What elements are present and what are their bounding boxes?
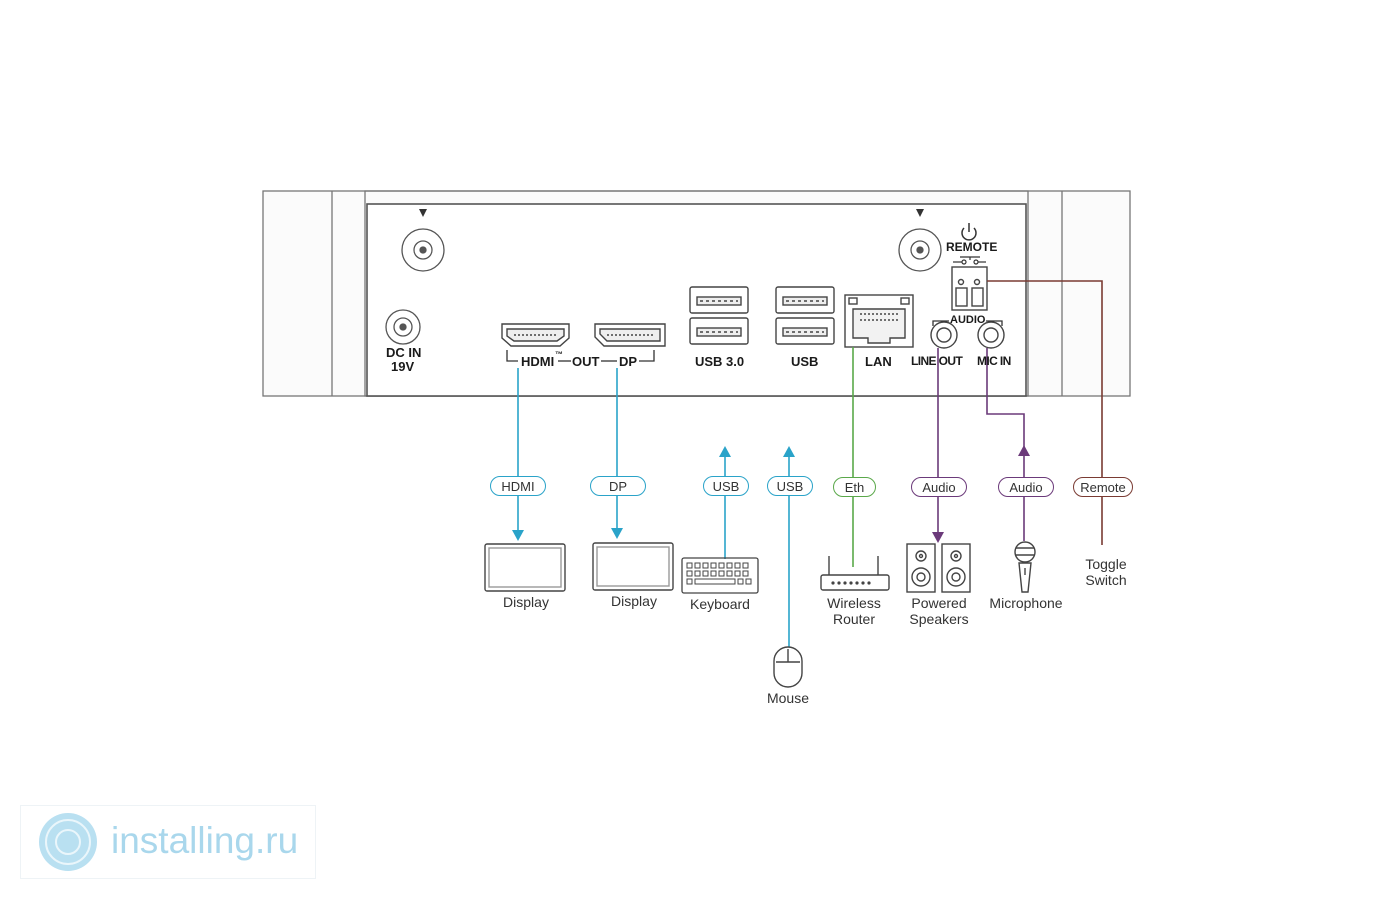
- microphone-icon: [1014, 541, 1036, 593]
- mic-in-jack-icon: [977, 321, 1005, 349]
- router-icon: [820, 556, 890, 591]
- speakers-icon: [906, 543, 971, 593]
- mic-in-label: MIC IN: [977, 354, 1011, 368]
- antenna-left-icon: [401, 209, 445, 272]
- remote-cable: [987, 280, 1103, 545]
- lan-port-icon: [844, 294, 914, 348]
- dc-in-label: DC IN: [386, 345, 422, 360]
- usb-ports-icon: [775, 286, 835, 345]
- display-icon: [592, 542, 674, 591]
- line-out-cable-tag: Audio: [911, 477, 967, 497]
- mouse-label: Mouse: [766, 690, 810, 706]
- keyboard-label: Keyboard: [690, 596, 750, 612]
- dp-cable-tag: DP: [590, 476, 646, 496]
- audio-bracket: [932, 320, 1003, 326]
- line-out-label: LINE OUT: [911, 354, 963, 368]
- dp-label: DP: [619, 354, 638, 369]
- audio-label: AUDIO: [950, 314, 986, 326]
- router-label-line2: Router: [832, 611, 876, 627]
- hdmi-label: HDMI: [521, 354, 555, 369]
- power-icon: [961, 223, 977, 241]
- hdmi-port-icon: [501, 323, 570, 347]
- dc-in-jack-icon: [385, 309, 421, 345]
- usb-mouse-cable-tag: USB: [767, 476, 813, 496]
- hdmi-cable: [512, 368, 524, 541]
- router-label-line1: Wireless: [827, 595, 881, 611]
- watermark-logo: installing.ru: [20, 805, 316, 879]
- remote-label: REMOTE: [946, 240, 998, 254]
- trademark-label: ™: [555, 350, 563, 359]
- usb-label: USB: [791, 354, 819, 369]
- lan-label: LAN: [865, 354, 892, 369]
- hdmi-cable-tag: HDMI: [490, 476, 546, 496]
- out-label: OUT: [572, 354, 600, 369]
- display-hdmi-label: Display: [503, 594, 549, 610]
- dp-port-icon: [594, 323, 666, 347]
- eth-cable-tag: Eth: [833, 477, 876, 497]
- line-out-jack-icon: [930, 321, 958, 349]
- keyboard-icon: [681, 557, 759, 594]
- microphone-label: Microphone: [989, 595, 1063, 611]
- usb3-ports-icon: [689, 286, 749, 345]
- usb-keyboard-cable-tag: USB: [703, 476, 749, 496]
- remote-switch-symbol: [953, 256, 986, 265]
- speakers-label-line2: Speakers: [909, 611, 969, 627]
- display-dp-label: Display: [611, 593, 657, 609]
- out-bracket: [506, 350, 655, 362]
- mic-in-cable-tag: Audio: [998, 477, 1054, 497]
- remote-terminal-icon: [951, 266, 988, 311]
- antenna-right-icon: [898, 209, 942, 272]
- usb-keyboard-cable: [719, 446, 731, 559]
- speakers-label-line1: Powered: [911, 595, 967, 611]
- logo-emblem-icon: [39, 813, 97, 871]
- display-icon: [484, 543, 566, 592]
- toggle-switch-label-line2: Switch: [1085, 572, 1127, 588]
- usb3-label: USB 3.0: [695, 354, 745, 369]
- mouse-icon: [773, 646, 803, 688]
- line-out-cable: [932, 348, 944, 543]
- toggle-switch-label-line1: Toggle: [1085, 556, 1127, 572]
- remote-cable-tag: Remote: [1073, 477, 1133, 497]
- watermark-text: installing.ru: [111, 820, 299, 861]
- dc-in-voltage-label: 19V: [391, 359, 415, 374]
- dp-cable: [611, 368, 623, 539]
